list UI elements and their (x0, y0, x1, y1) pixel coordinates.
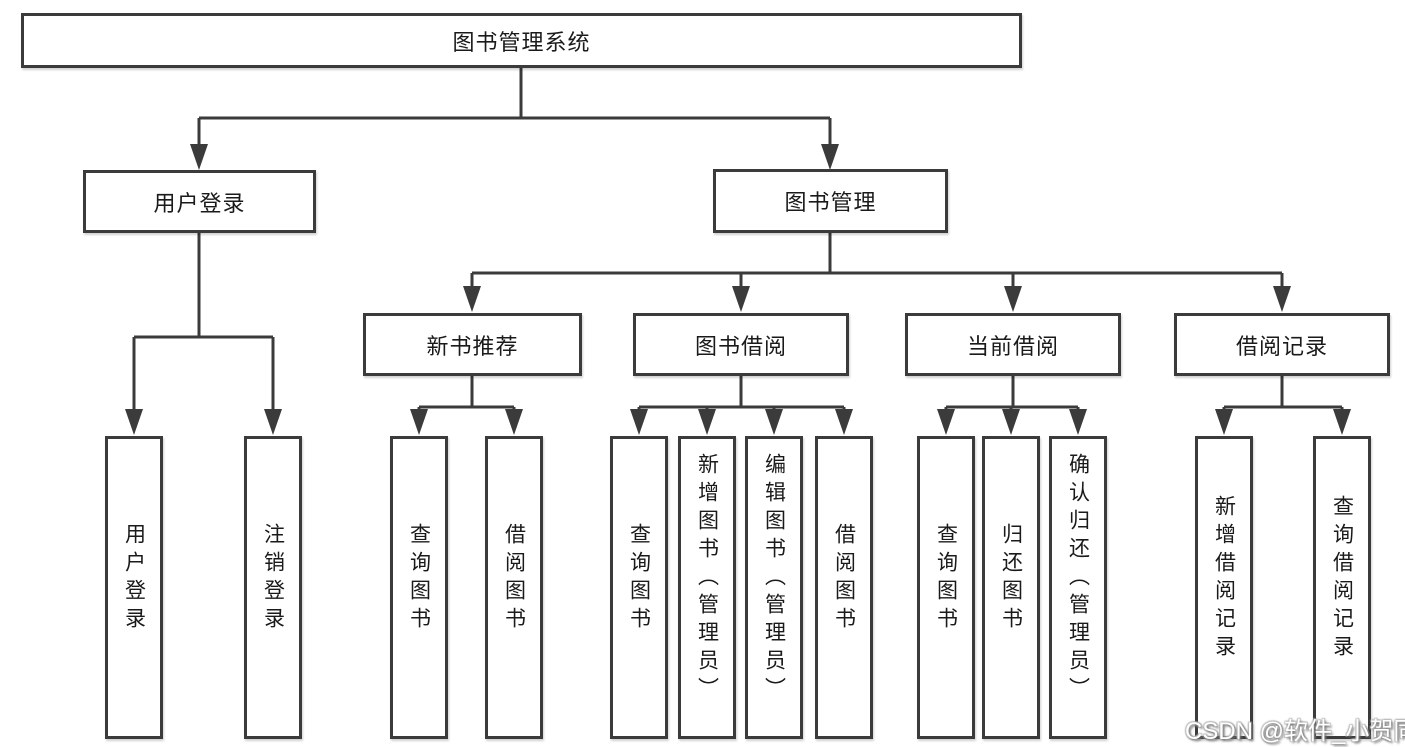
node-book-borrowing: 图书借阅 (633, 313, 849, 376)
node-query-borrow-record-label: 查询借阅记录 (1330, 494, 1354, 663)
node-return-books: 归还图书 (982, 436, 1040, 739)
node-edit-books-admin-label: 编辑图书（管理员） (762, 452, 786, 705)
node-query-borrow-record: 查询借阅记录 (1313, 436, 1371, 739)
node-library-management-system: 图书管理系统 (21, 13, 1022, 68)
watermark: CSDN @软件_小贺同学 (1185, 718, 1405, 745)
node-user-login-action-label: 用户登录 (122, 522, 146, 635)
node-query-books-current-label: 查询图书 (934, 522, 958, 635)
node-add-borrow-record: 新增借阅记录 (1195, 436, 1253, 739)
node-logout: 注销登录 (244, 436, 302, 739)
node-user-login: 用户登录 (83, 170, 316, 233)
node-borrow-books-recommend-label: 借阅图书 (502, 522, 526, 635)
node-add-books-admin: 新增图书（管理员） (678, 436, 736, 739)
node-library-management-system-label: 图书管理系统 (452, 29, 591, 55)
arrowheads (125, 144, 1351, 435)
node-add-borrow-record-label: 新增借阅记录 (1212, 494, 1236, 663)
node-borrow-books-borrowing-label: 借阅图书 (832, 522, 856, 635)
node-current-borrowing: 当前借阅 (905, 313, 1121, 376)
node-edit-books-admin: 编辑图书（管理员） (745, 436, 803, 739)
node-logout-label: 注销登录 (261, 522, 285, 635)
node-confirm-return-admin-label: 确认归还（管理员） (1066, 452, 1090, 705)
node-user-login-action: 用户登录 (105, 436, 163, 739)
node-query-books-recommend: 查询图书 (390, 436, 448, 739)
node-borrow-books-borrowing: 借阅图书 (815, 436, 873, 739)
node-book-management-label: 图书管理 (784, 190, 877, 215)
node-new-book-recommendation: 新书推荐 (363, 313, 582, 376)
node-current-borrowing-label: 当前借阅 (966, 333, 1059, 359)
node-borrowing-records: 借阅记录 (1174, 313, 1390, 376)
node-confirm-return-admin: 确认归还（管理员） (1049, 436, 1107, 739)
node-return-books-label: 归还图书 (999, 522, 1023, 635)
node-borrow-books-recommend: 借阅图书 (485, 436, 543, 739)
node-query-books-recommend-label: 查询图书 (407, 522, 431, 635)
node-query-books-borrowing: 查询图书 (610, 436, 668, 739)
node-borrowing-records-label: 借阅记录 (1235, 333, 1328, 359)
node-query-books-borrowing-label: 查询图书 (627, 522, 651, 635)
node-book-borrowing-label: 图书借阅 (694, 333, 787, 359)
node-new-book-recommendation-label: 新书推荐 (426, 333, 519, 359)
node-query-books-current: 查询图书 (917, 436, 975, 739)
node-user-login-label: 用户登录 (153, 190, 246, 216)
node-book-management: 图书管理 (713, 169, 948, 233)
node-add-books-admin-label: 新增图书（管理员） (695, 452, 719, 705)
